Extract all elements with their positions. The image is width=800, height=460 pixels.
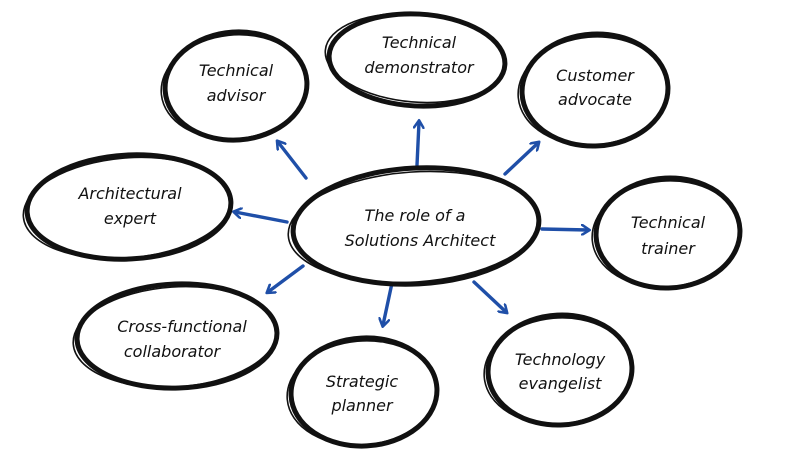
center-label-line2: Solutions Architect [345, 231, 496, 250]
arrows [235, 122, 588, 325]
role-sketch-stroke [483, 317, 633, 425]
center-label-line1: The role of a [365, 206, 466, 225]
role-sketch-stroke [160, 33, 308, 141]
role-label-line2: collaborator [124, 342, 222, 361]
role-label-line1: Technical [382, 33, 457, 52]
role-strategic-planner: Strategic planner [286, 335, 440, 449]
role-label-line2: advocate [558, 90, 632, 109]
arrow-to-technical-demonstrator [417, 122, 419, 167]
role-customer-advocate: Customer advocate [517, 31, 671, 149]
role-outline [24, 152, 234, 262]
role-outline [74, 281, 280, 391]
arrow-to-strategic-planner [383, 281, 394, 325]
role-sketch-stroke [286, 339, 438, 447]
role-label-line1: Technology [515, 350, 606, 369]
center-node: The role of a Solutions Architect [287, 165, 542, 287]
role-cross-functional-collaborator: Cross-functional collaborator [72, 281, 280, 391]
role-label-line1: Technical [199, 61, 274, 80]
role-sketch-stroke [324, 12, 506, 104]
arrow-to-technical-trainer [540, 229, 588, 230]
role-label-line2: demonstrator [364, 58, 475, 77]
role-sketch-stroke [517, 36, 669, 146]
role-technical-trainer: Technical trainer [591, 175, 743, 291]
role-label-line2: advisor [207, 86, 267, 105]
arrow-to-architectural-expert [235, 212, 289, 224]
role-sketch-stroke [22, 156, 232, 260]
arrow-to-technology-evangelist [472, 280, 506, 312]
role-sketch-stroke [72, 285, 278, 389]
role-label-line2: expert [104, 209, 157, 228]
role-technical-advisor: Technical advisor [160, 29, 310, 143]
role-label-line2: planner [330, 396, 394, 415]
arrow-to-cross-functional-collaborator [268, 264, 305, 292]
role-architectural-expert: Architectural expert [22, 152, 234, 262]
center-outline [290, 165, 542, 287]
role-technical-demonstrator: Technical demonstrator [324, 11, 508, 109]
role-technology-evangelist: Technology evangelist [483, 312, 635, 428]
role-label-line2: trainer [641, 239, 696, 258]
arrow-to-customer-advocate [503, 143, 538, 176]
role-sketch-stroke [591, 180, 741, 288]
role-label-line1: Architectural [77, 184, 182, 203]
role-outline [288, 335, 440, 449]
role-label-line1: Customer [556, 66, 635, 85]
arrow-to-technical-advisor [278, 142, 308, 180]
role-label-line1: Technical [631, 213, 706, 232]
role-label-line2: evangelist [519, 374, 602, 393]
role-label-line1: Strategic [326, 372, 399, 391]
role-label-line1: Cross-functional [117, 317, 247, 336]
center-sketch-stroke [287, 170, 541, 284]
